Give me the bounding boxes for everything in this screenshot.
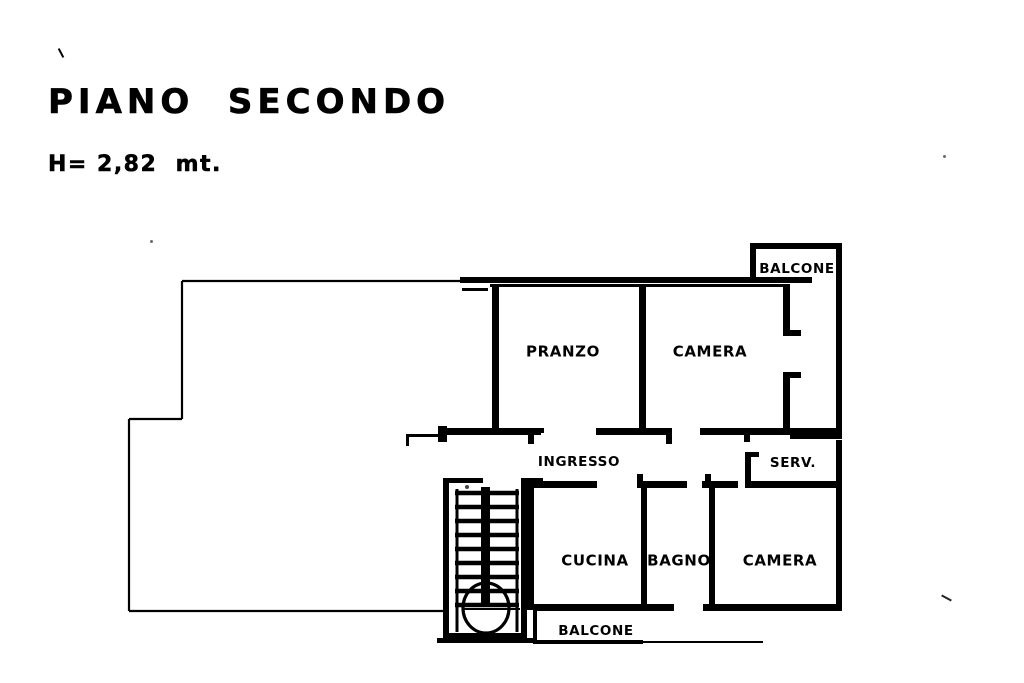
wall-upper-block-bottom-a [445,428,541,435]
scan-speck-top-left [150,240,153,243]
wall-balcone2-left [533,611,537,644]
wall-lower-block-bottom-a [533,604,601,611]
upper-block-door-jambs [438,426,750,444]
wall-pranzo-left [492,286,499,428]
jamb-pranzo-door-right [534,428,544,433]
room-label-bagno: BAGNO [647,552,711,570]
wall-serv-left [745,455,751,485]
wall-lower-block-right [836,488,842,606]
scan-speck-stairwell [465,485,469,489]
room-label-camera-lower: CAMERA [743,552,818,570]
wall-cucina-bagno [641,481,647,606]
wall-upper-block-bottom-c [700,428,840,435]
jamb-ingresso-left [438,426,447,442]
scan-speck-top-right [943,155,946,158]
wall-lower-block-top-a [533,481,597,488]
page-title: PIANO SECONDO [48,82,451,123]
wall-upper-block-bottom-hairline [406,434,446,437]
wall-camera1-right [783,286,790,334]
wall-camera1-right-lower [783,372,790,434]
lower-block-walls [527,440,842,611]
room-labels: PRANZO CAMERA BALCONE INGRESSO SERV. CUC… [526,261,834,639]
wall-balcone1-left [750,243,756,279]
wall-top-exterior-hairline [490,284,790,287]
jamb-bagno-top-l [637,474,643,488]
wall-stair-right [521,478,527,638]
jamb-pranzo-top-left [462,288,488,291]
wall-lower-block-top-d [745,481,841,488]
room-label-balcone-upper: BALCONE [759,261,834,277]
wall-top-exterior [460,277,812,283]
wall-bagno-camera [709,481,715,606]
jamb-cucina-top [533,478,543,484]
wall-upper-block-bottom-b [596,428,672,435]
wall-lower-block-bottom-c [703,604,763,611]
wall-corridor-hairline-left [406,434,409,446]
stairwell-walls [437,478,533,643]
ceiling-height-note: H= 2,82 mt. [48,152,222,178]
adjacent-unit-outline [127,279,490,613]
room-label-serv: SERV. [770,455,816,471]
window-reveal-camera1-upper [783,330,801,336]
stair-handrail [481,487,490,607]
wall-lower-block-bottom-d [762,604,842,611]
wall-lower-block-bottom-b [600,604,674,611]
wall-stair-bottom-outer [437,638,533,643]
wall-cucina-left [527,478,534,610]
wall-stair-top [443,478,483,483]
wall-serv-top [745,452,759,457]
jamb-pranzo-door-left [528,428,534,444]
wall-stair-left [443,478,449,638]
wall-stair-bottom [443,633,527,638]
room-label-camera-upper: CAMERA [673,343,748,361]
balcone2-outline [533,611,763,644]
wall-serv-right [836,440,842,488]
wall-balcone2-bottom-thin [643,641,763,643]
wall-balcone1-top [750,243,842,249]
wall-lower-block-top-b [637,481,687,488]
wall-balcone1-right [836,243,842,439]
room-label-balcone-lower: BALCONE [558,623,633,639]
stairwell [437,478,533,643]
jamb-camera2-top [745,474,751,488]
room-label-pranzo: PRANZO [526,343,600,361]
wall-pranzo-camera [639,286,646,428]
wall-balcone1-bottom-right [790,433,842,439]
jamb-camera1-door [666,428,672,444]
wall-balcone2-bottom [533,640,643,644]
room-label-ingresso: INGRESSO [538,454,620,470]
upper-block-walls [406,243,842,446]
wall-lower-block-top-c [702,481,738,488]
jamb-serv-door [744,428,750,442]
window-reveal-camera1-lower [783,372,801,378]
jamb-bagno-top-r [705,474,711,488]
room-label-cucina: CUCINA [561,552,629,570]
